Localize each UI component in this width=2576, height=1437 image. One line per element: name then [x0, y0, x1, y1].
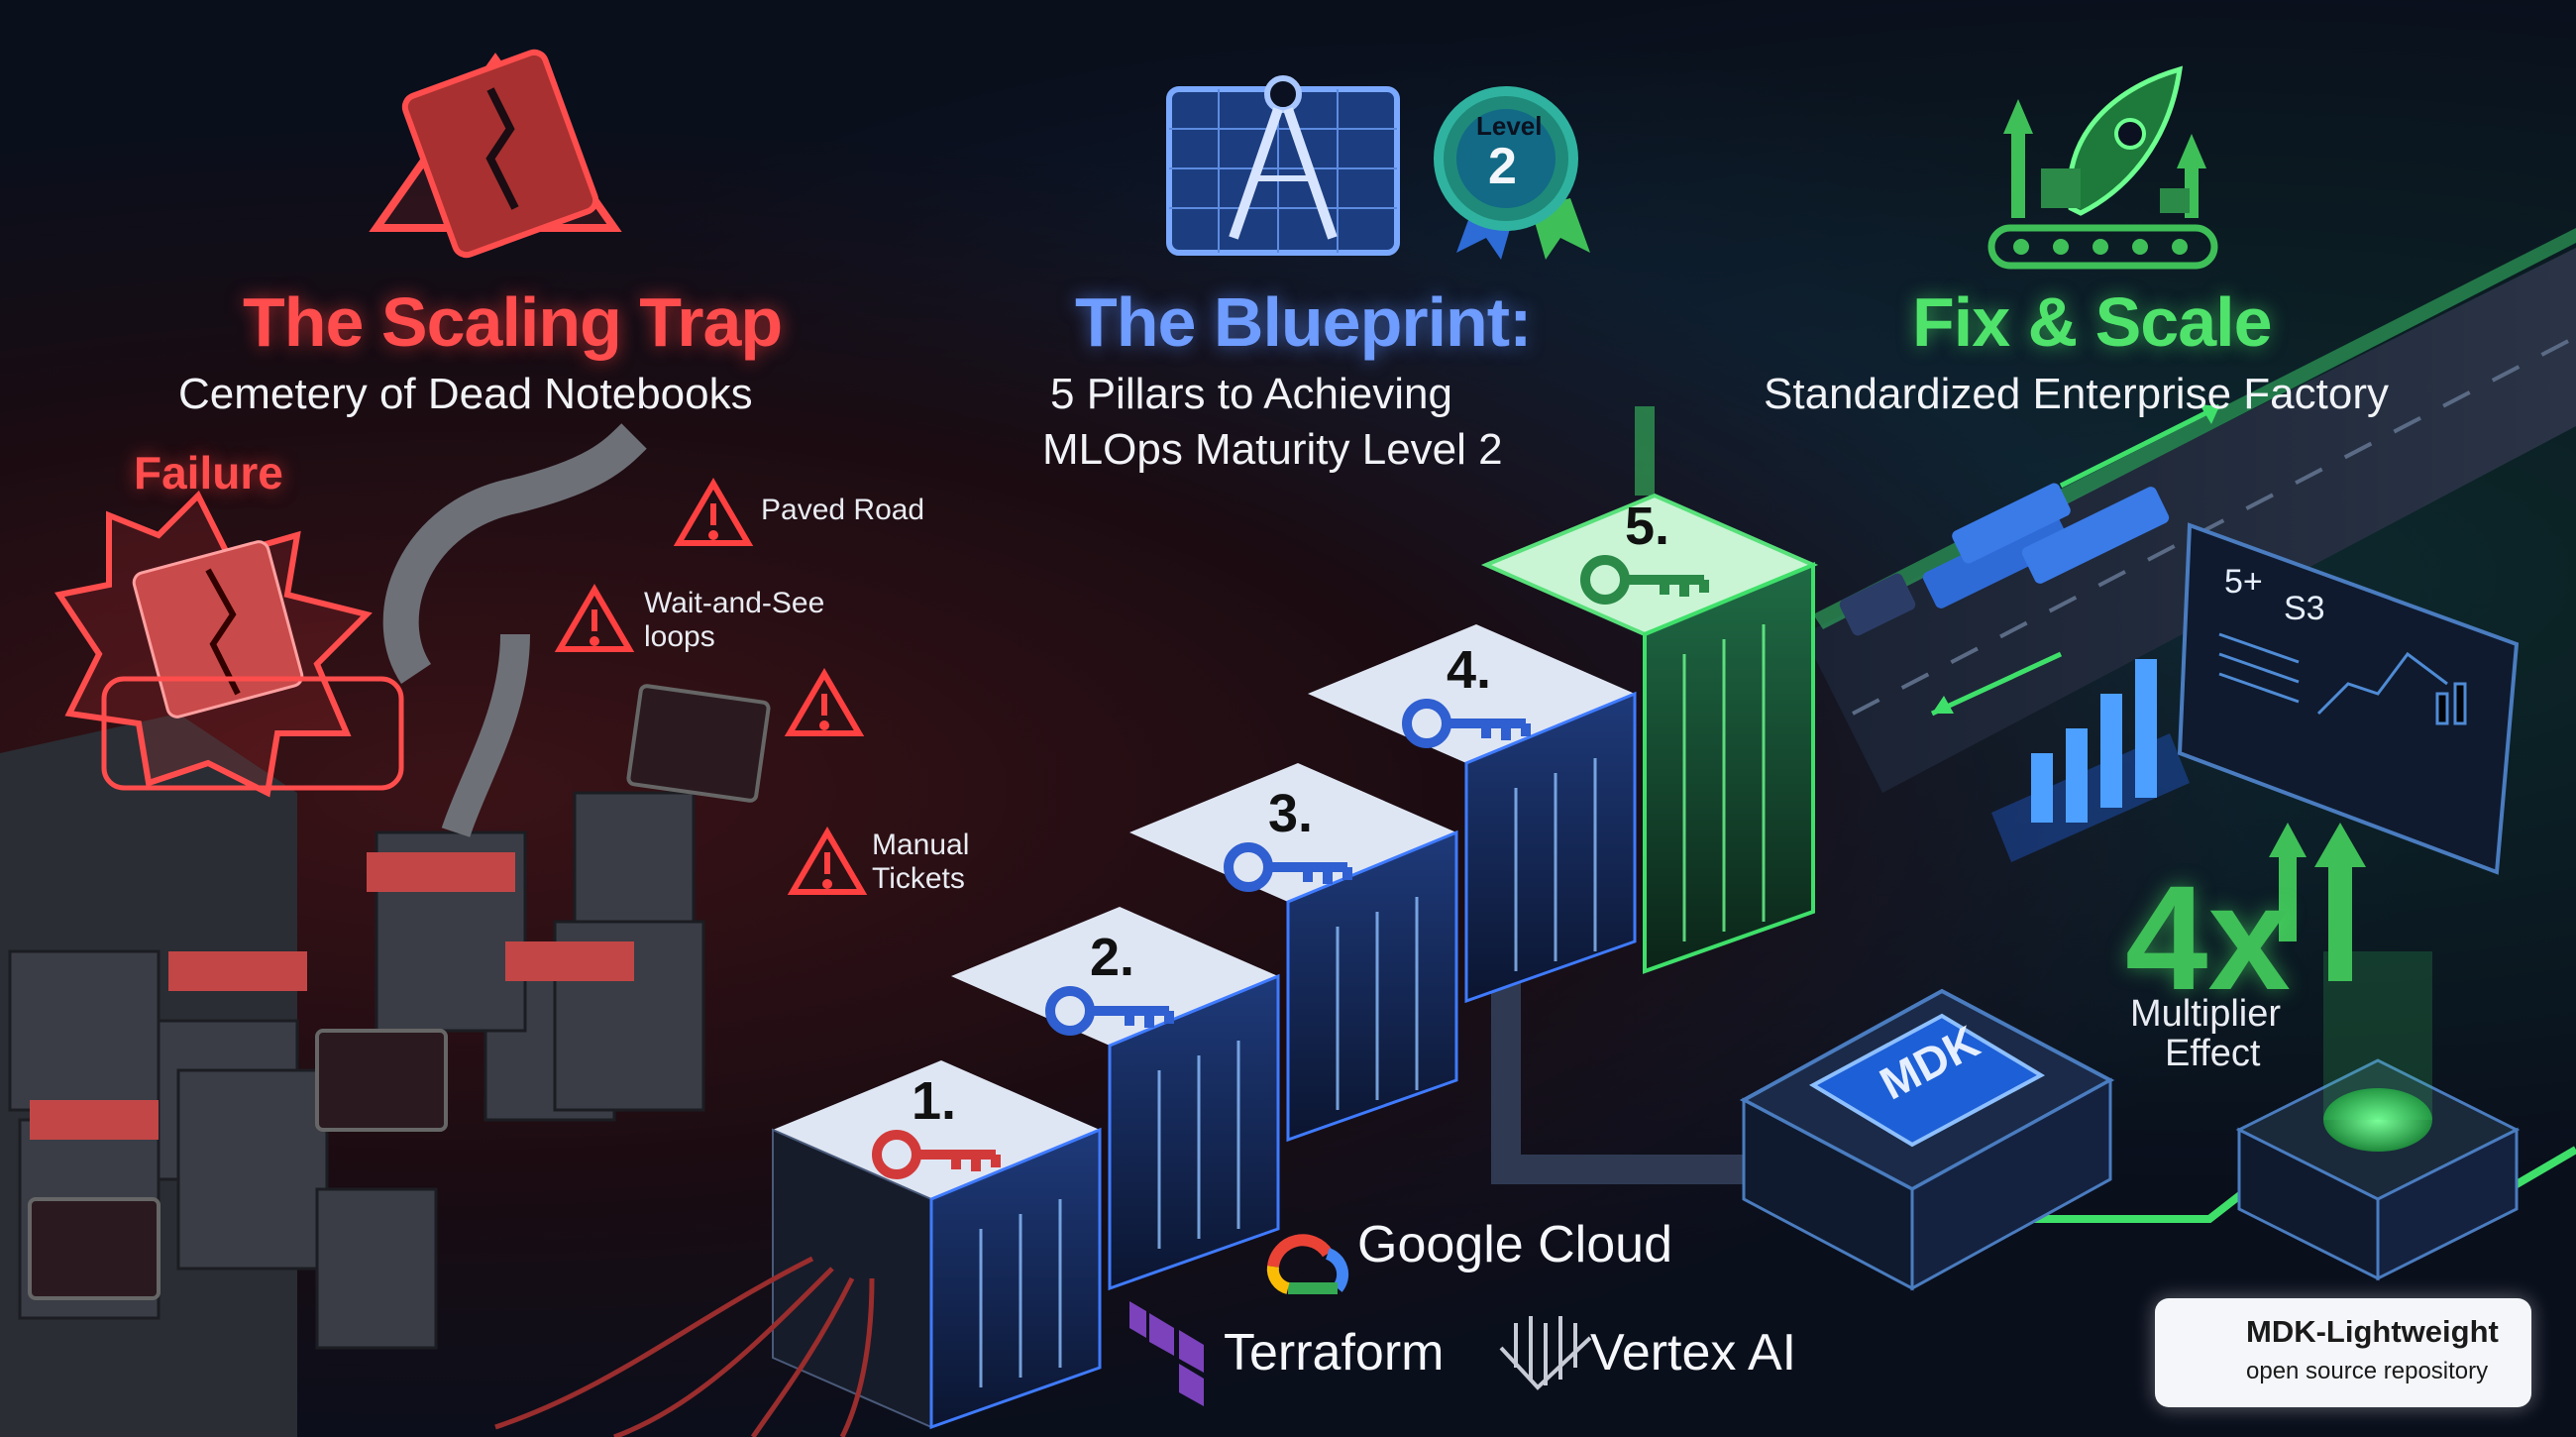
- failure-burst-icon: [54, 490, 404, 798]
- section-subtitle-right: Standardized Enterprise Factory: [1764, 370, 2389, 418]
- multiplier-value: 4x: [2125, 854, 2291, 1021]
- warning-icon: [673, 478, 754, 546]
- key-icon: [1580, 555, 1709, 605]
- growth-arrows: [2269, 823, 2366, 981]
- road-arrow: [2059, 403, 2221, 489]
- section-title-scaling-trap: The Scaling Trap: [243, 283, 783, 361]
- google-cloud-icon: [1266, 1234, 1349, 1294]
- repo-badge-title: MDK-Lightweight: [2246, 1314, 2499, 1349]
- google-cloud-label: Google Cloud: [1357, 1216, 1672, 1273]
- key-icon: [1402, 699, 1531, 748]
- warning-label-wait-and-see-2: loops: [644, 620, 715, 653]
- warning-icon: [784, 668, 865, 736]
- section-subtitle-middle-2: MLOps Maturity Level 2: [1042, 425, 1503, 474]
- step-4-label: 4.: [1447, 640, 1492, 700]
- key-icon: [1045, 986, 1174, 1036]
- step-1-label: 1.: [912, 1071, 957, 1131]
- vertex-ai-icon: [1499, 1316, 1592, 1390]
- mdk-chip: [1739, 988, 2115, 1291]
- level-badge-icon: [1434, 86, 1590, 260]
- warning-icon: [554, 584, 635, 652]
- key-icon: [1224, 842, 1352, 892]
- road-lane-marking: [1852, 335, 2576, 716]
- dashboard-panel: [2177, 522, 2520, 875]
- level-badge-label: Level: [1476, 111, 1543, 141]
- step-3-label: 3.: [1268, 784, 1314, 843]
- warning-icon: [787, 827, 868, 895]
- blueprint-compass-icon: [1166, 75, 1400, 256]
- staircase: [772, 406, 1819, 1430]
- dashboard-label-2: S3: [2284, 590, 2325, 627]
- section-subtitle-left: Cemetery of Dead Notebooks: [178, 370, 753, 418]
- step-2-label: 2.: [1090, 928, 1135, 987]
- warning-label-wait-and-see-1: Wait-and-See: [644, 587, 825, 619]
- road-arrow: [1930, 651, 2063, 717]
- key-icon: [872, 1130, 1001, 1179]
- rocket-factory-icon: [1987, 65, 2218, 270]
- step-5-label: 5.: [1625, 497, 1670, 556]
- vertex-ai-label: Vertex AI: [1590, 1324, 1797, 1382]
- dashboard-label-1: 5+: [2224, 563, 2263, 601]
- warning-label-paved-road: Paved Road: [761, 494, 925, 526]
- section-subtitle-middle-1: 5 Pillars to Achieving: [1050, 370, 1452, 418]
- warning-label-manual-1: Manual: [872, 829, 970, 861]
- multiplier-label-2: Effect: [2165, 1033, 2261, 1074]
- notebook-rubble: [0, 423, 875, 1437]
- repo-badge[interactable]: MDK-Lightweight open source repository: [2155, 1298, 2531, 1407]
- broken-notebook-icon: [369, 49, 622, 259]
- truck-convoy: [1839, 483, 2170, 636]
- level-badge-number: 2: [1488, 138, 1517, 195]
- section-title-fix-scale: Fix & Scale: [1912, 283, 2273, 361]
- section-title-blueprint: The Blueprint:: [1075, 283, 1532, 361]
- terraform-icon: [1129, 1301, 1204, 1406]
- failure-label: Failure: [134, 447, 283, 498]
- warning-label-manual-2: Tickets: [872, 862, 965, 895]
- repo-badge-subtitle: open source repository: [2246, 1358, 2489, 1384]
- bar-chart-hologram: [1991, 659, 2190, 862]
- multiplier-label-1: Multiplier: [2130, 993, 2282, 1035]
- highway: [1803, 248, 2576, 793]
- terraform-label: Terraform: [1224, 1324, 1445, 1382]
